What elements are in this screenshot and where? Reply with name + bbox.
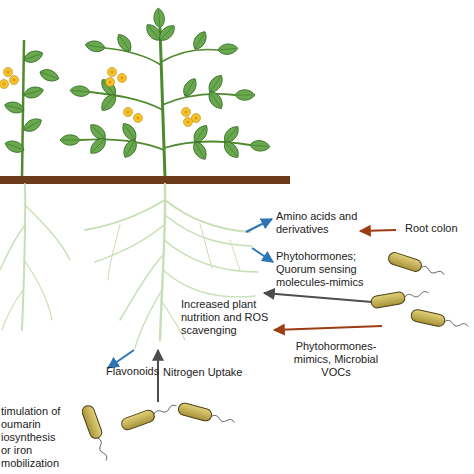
root-system [0, 184, 258, 348]
tomato-plant [0, 40, 61, 178]
annotation-label: Increased plant nutrition and ROS scaven… [181, 298, 275, 337]
annotation-label: Amino acids and derivatives [276, 210, 368, 236]
annotation-label: Nitrogen Uptake [163, 366, 243, 379]
soil-line [0, 176, 290, 184]
annotation-label: timulation of oumarin iosynthesis or iro… [1, 405, 63, 470]
annotation-label: Root colon [405, 222, 458, 235]
annotation-label: Phytohormones; Quorum sensing molecules-… [276, 250, 370, 289]
tomato-plant [60, 8, 270, 178]
bacteria-cluster [81, 400, 237, 462]
annotation-label: Phytohormones-mimics, Microbial VOCs [290, 340, 382, 379]
annotation-label: Flavonoids [106, 365, 159, 378]
bacteria-cluster [370, 251, 469, 332]
